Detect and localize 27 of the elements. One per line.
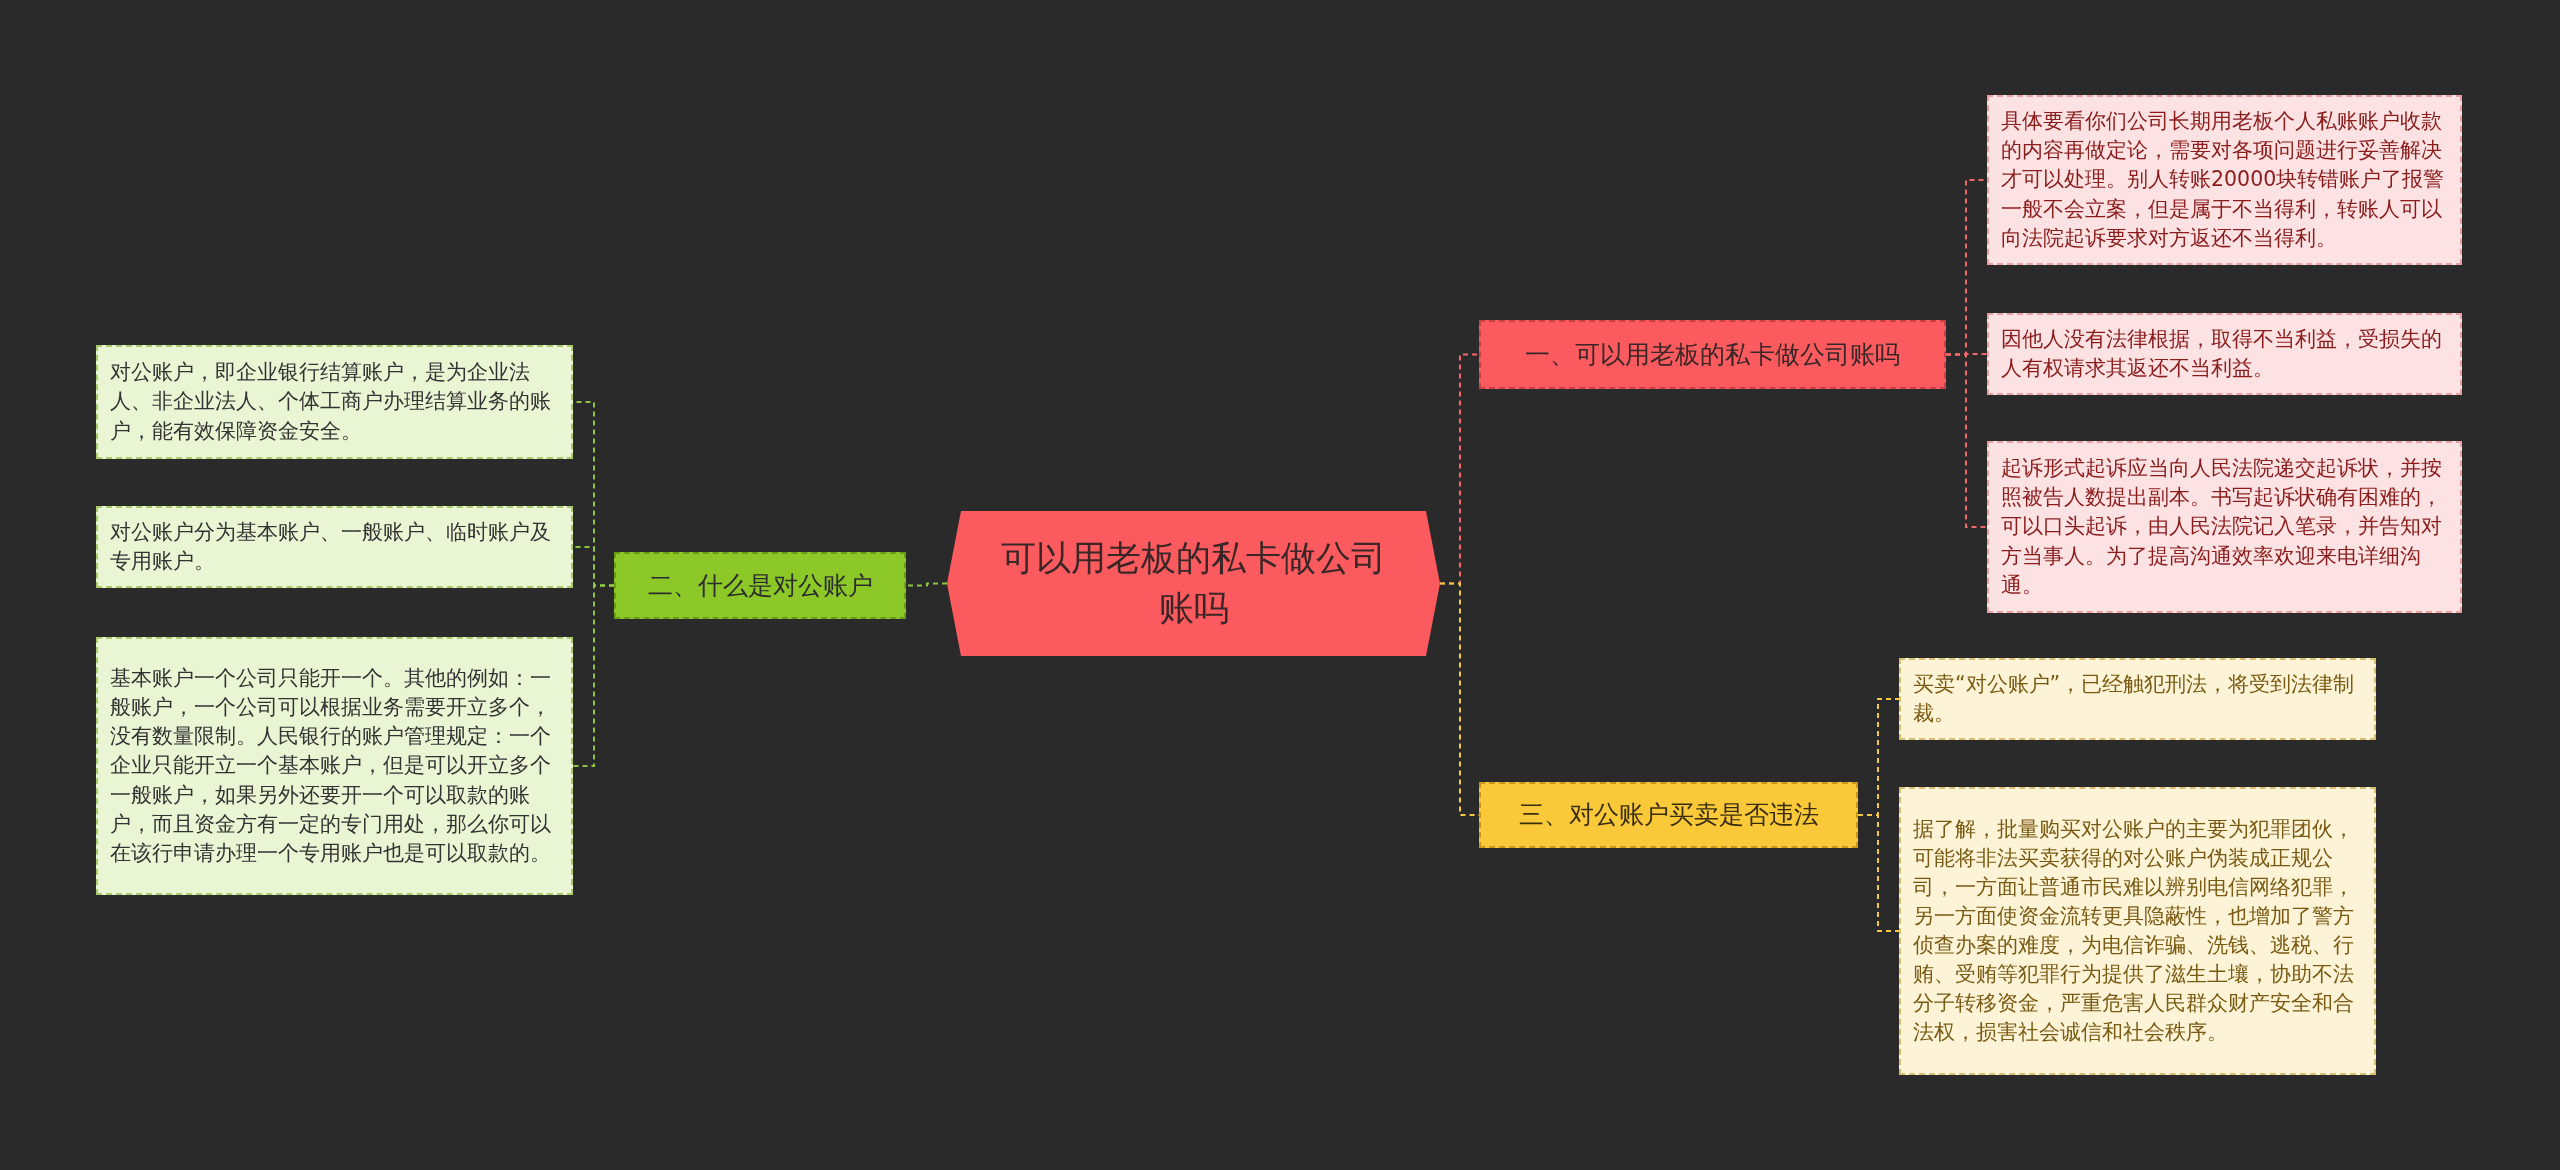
connector-line (572, 584, 615, 767)
note-box (96, 345, 573, 459)
branch-box (1479, 782, 1858, 848)
note-text: 基本账户一个公司只能开一个。其他的例如：一般账户，一个公司可以根据业务需要开立多个，没有数量限制。人民银行的账户管理规定：一个企业只能开立一个基本账户，但是可以开立多个一般账户，如果另外还要开一个可以取款的账户，而且资金方有一定的专门用处，那么你可以在该行申请办理一个专用账户也是可以取款的。 (110, 665, 552, 867)
note-box (1899, 787, 2376, 1075)
topic-text: 可以用老板的私卡做公司账吗 (1000, 536, 1387, 630)
connector-line (1857, 814, 1900, 932)
note-box (96, 637, 573, 895)
note-text: 因他人没有法律根据，取得不当利益，受损失的人有权请求其返还不当利益。 (2001, 325, 2443, 382)
topic-text: 二、什么是对公账户 (647, 569, 873, 602)
note-text: 据了解，批量购买对公账户的主要为犯罪团伙，可能将非法买卖获得的对公账户伪装成正规公司，一方面让普通市民难以辨别电信网络犯罪，另一方面使资金流转更具隐蔽性，也增加了警方侦查办案的难度，为电信诈骗、洗钱、逃税、行贿、受贿等犯罪行为提供了滋生土壤，协助不法分子转移资金，严重危害人民群众财产安全和合法权，损害社会诚信和社会秩序。 (1913, 815, 2355, 1047)
note-text: 具体要看你们公司长期用老板个人私账账户收款的内容再做定论，需要对各项问题进行妥善解决才可以处理。别人转账20000块转错账户了报警一般不会立案，但是属于不当得利，转账人可以向法院起诉要求对方返还不当得利。 (2001, 108, 2446, 252)
note-box (1987, 313, 2462, 395)
connector-line (905, 582, 948, 587)
note-text: 对公账户，即企业银行结算账户，是为企业法人、非企业法人、个体工商户办理结算业务的账户，能有效保障资金安全。 (110, 359, 552, 445)
branch-box (1479, 320, 1946, 389)
note-text: 对公账户分为基本账户、一般账户、临时账户及专用账户。 (110, 518, 552, 575)
topic-text: 三、对公账户买卖是否违法 (1518, 799, 1819, 832)
note-box (96, 506, 573, 588)
branch-box (614, 552, 906, 619)
note-text: 起诉形式起诉应当向人民法院递交起诉状，并按照被告人数提出副本。书写起诉状确有困难的，可以口头起诉，由人民法院记入笔录，并告知对方当事人。为了提高沟通效率欢迎来电详细沟通。 (2001, 455, 2443, 599)
note-text: 买卖“对公账户”，已经触犯刑法，将受到法律制裁。 (1913, 670, 2356, 727)
note-box (1987, 95, 2462, 265)
note-box (1899, 658, 2376, 740)
topic-text: 一、可以用老板的私卡做公司账吗 (1525, 338, 1900, 371)
connector-line (1945, 353, 1988, 528)
note-box (1987, 441, 2462, 613)
